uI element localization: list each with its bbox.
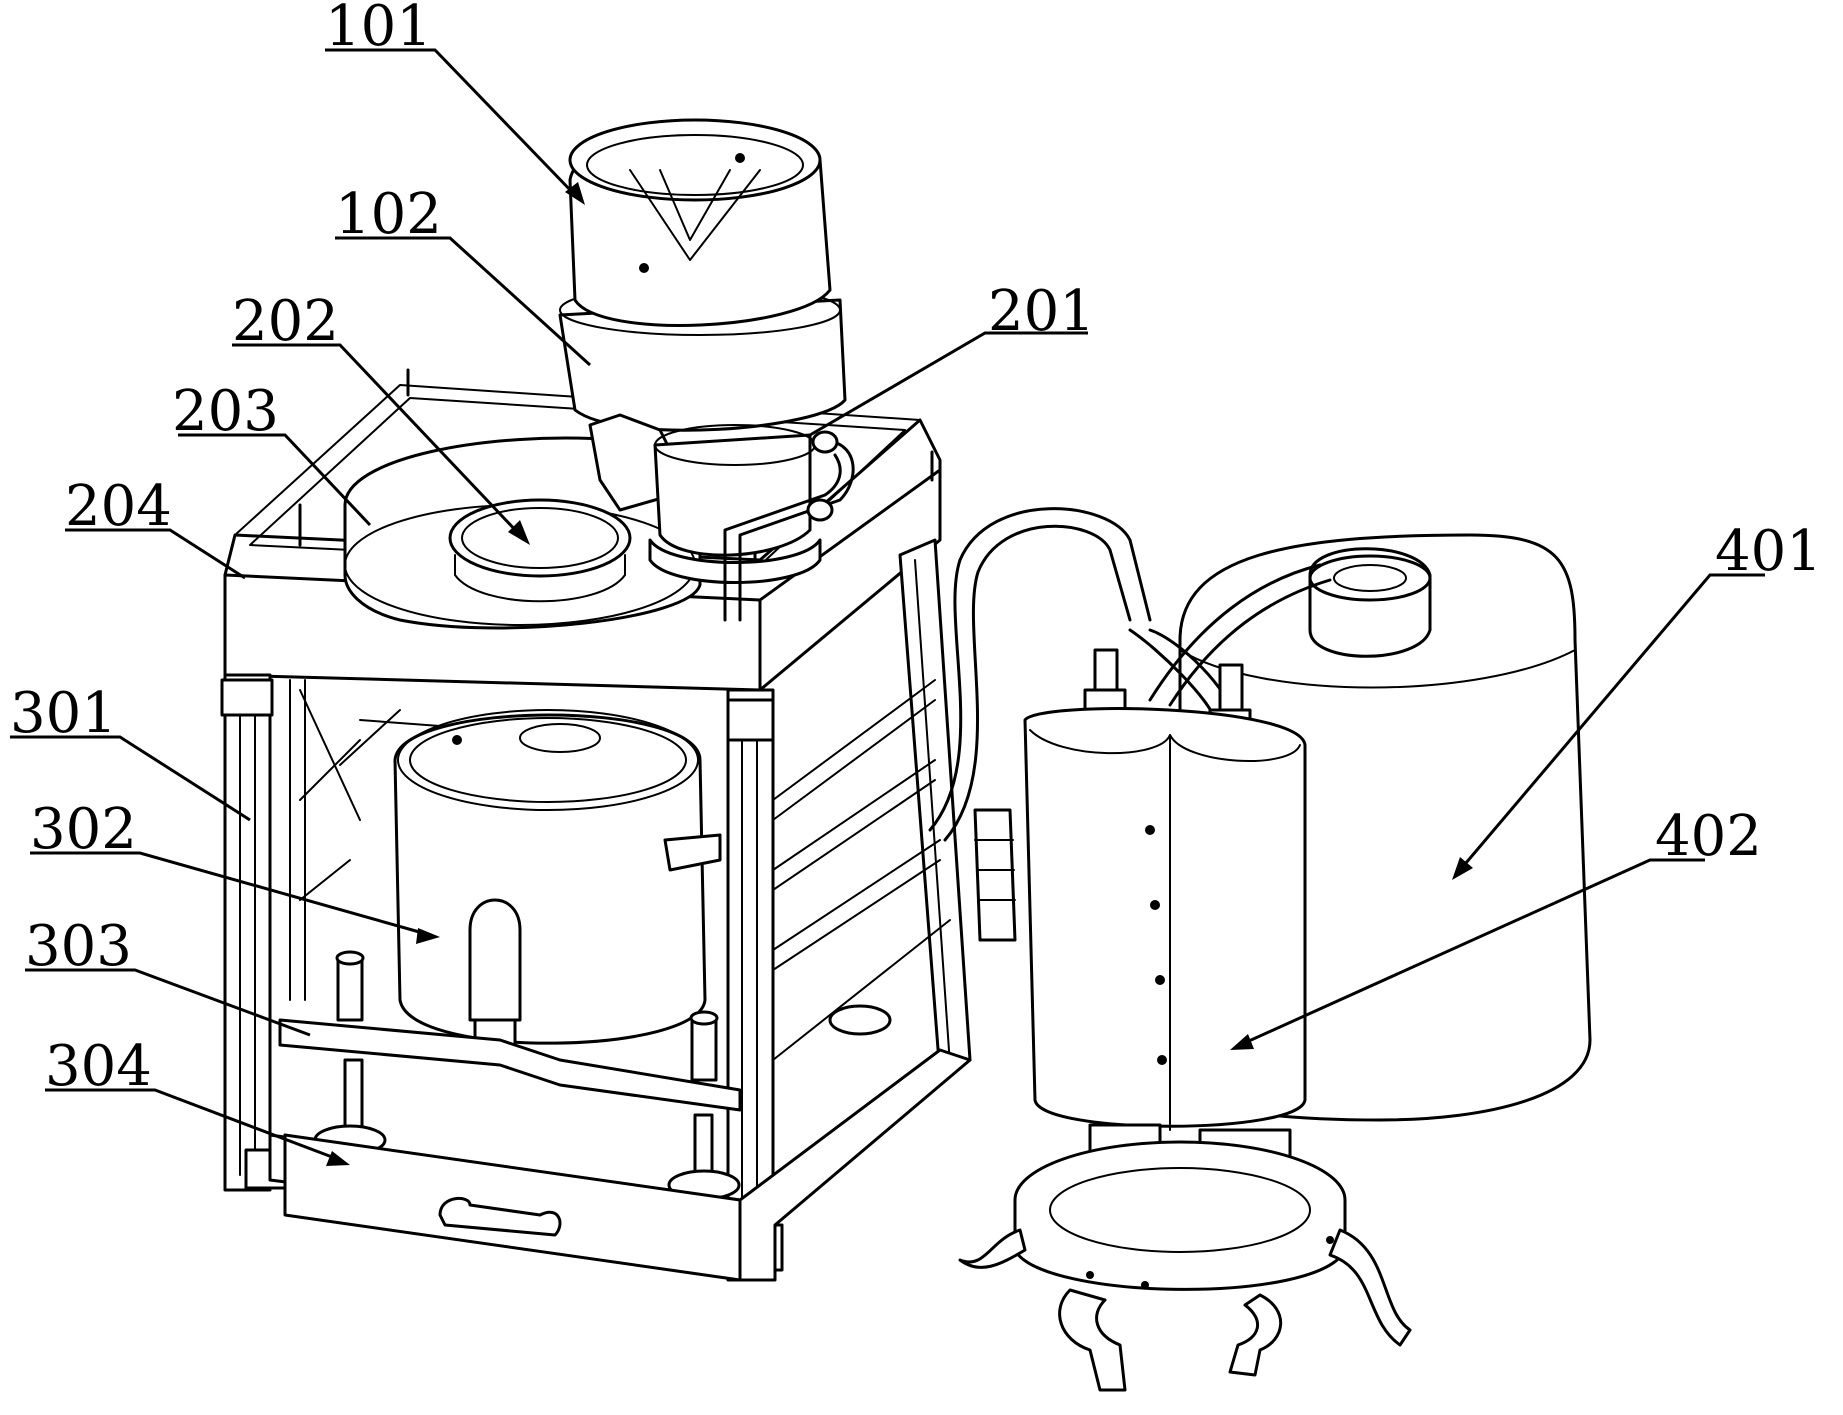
drawer-304 (285, 1135, 740, 1280)
label-203: 203 (172, 379, 279, 444)
label-202: 202 (232, 289, 339, 354)
label-401: 401 (1715, 519, 1822, 584)
label-302: 302 (30, 797, 137, 862)
label-204: 204 (65, 474, 172, 539)
label-101: 101 (325, 0, 432, 59)
label-304: 304 (45, 1034, 152, 1099)
label-402: 402 (1655, 804, 1762, 869)
label-303: 303 (25, 914, 132, 979)
container-302 (395, 710, 720, 1060)
label-201: 201 (988, 279, 1095, 344)
label-301: 301 (10, 681, 117, 746)
label-102: 102 (335, 182, 442, 247)
